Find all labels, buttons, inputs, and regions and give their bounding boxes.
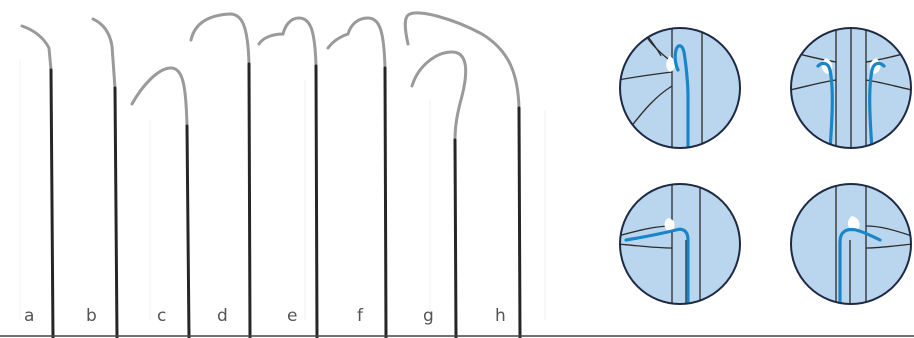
panel-bottom-right-bg	[791, 184, 911, 304]
panel-top-left-bg	[620, 28, 740, 148]
catheter-f	[326, 16, 388, 338]
catheter-label-f: f	[357, 306, 364, 326]
panel-top-left-wire	[673, 44, 690, 148]
catheter-label-b: b	[86, 306, 97, 326]
panel-bottom-left	[619, 183, 741, 305]
catheter-c-shaft	[185, 124, 191, 338]
panel-bottom-left-rim	[619, 183, 741, 305]
catheter-a-tip	[20, 24, 53, 72]
catheter-g	[410, 50, 468, 338]
catheter-c	[130, 66, 191, 338]
catheter-c-tip	[130, 66, 189, 128]
panel-bottom-right-wire	[838, 227, 882, 304]
catheter-b-tip	[91, 17, 117, 90]
catheter-label-g: g	[423, 306, 434, 326]
catheter-a	[20, 24, 55, 338]
background-guides	[19, 60, 546, 320]
panel-top-right-rim	[790, 27, 912, 149]
catheter-h-tip	[403, 11, 521, 110]
panel-top-left	[619, 27, 741, 149]
catheter-label-h: h	[495, 306, 506, 326]
panel-top-right-wire-right	[868, 61, 886, 148]
panel-bottom-left-bg	[620, 184, 740, 304]
panel-bottom-right	[790, 183, 912, 305]
catheter-f-tip	[326, 16, 387, 70]
panel-bottom-left-wire	[624, 227, 690, 304]
panel-top-left-rim	[619, 27, 741, 149]
panel-top-right-wire-left	[816, 61, 834, 148]
catheter-f-shaft	[383, 66, 388, 338]
catheter-a-shaft	[49, 68, 55, 338]
catheter-label-e: e	[287, 306, 297, 326]
catheter-d-tip	[189, 12, 251, 66]
panel-top-right	[790, 27, 912, 149]
catheter-d-shaft	[247, 62, 252, 338]
panel-bottom-right-rim	[790, 183, 912, 305]
catheter-label-c: c	[157, 306, 166, 326]
catheter-g-tip	[410, 50, 468, 142]
catheter-e-shaft	[314, 64, 319, 338]
panel-top-left-highlight	[666, 56, 676, 72]
panel-bottom-left-highlight	[664, 218, 675, 232]
catheter-h-shaft	[517, 106, 522, 338]
catheter-h	[403, 11, 522, 338]
catheter-labels: a b c d e f g h	[24, 306, 506, 326]
catheter-b-shaft	[113, 86, 119, 338]
catheter-e	[257, 16, 319, 338]
catheter-g-shaft	[453, 138, 458, 338]
catheter-b	[91, 17, 119, 338]
catheter-label-a: a	[24, 306, 34, 326]
catheter-e-tip	[257, 16, 318, 68]
catheter-label-d: d	[217, 306, 228, 326]
catheter-d	[189, 12, 252, 338]
